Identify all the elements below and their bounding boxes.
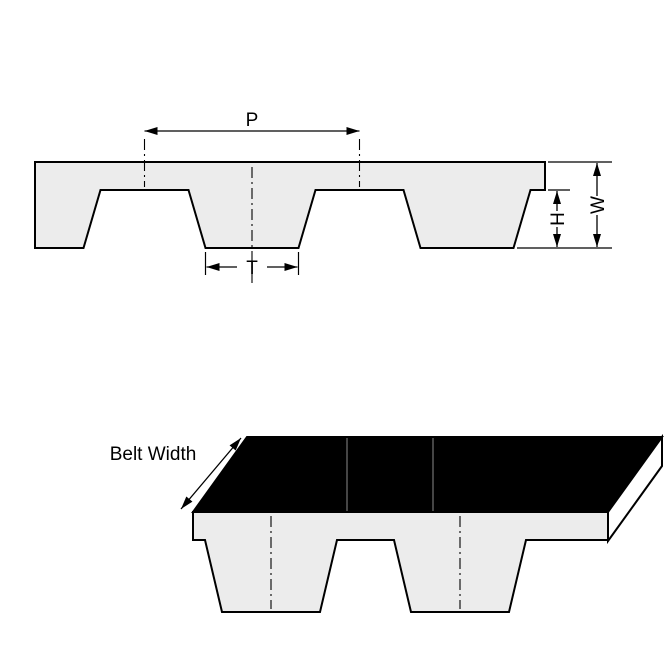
belt-thickness-dimension: W — [588, 163, 609, 247]
belt-end-face — [607, 433, 663, 545]
belt-3d-view: Belt Width — [110, 433, 664, 613]
tooth-height-dimension: H — [548, 191, 569, 247]
belt-thickness-label: W — [588, 196, 609, 214]
belt-profile — [34, 161, 546, 249]
tooth-width-dimension: T — [204, 252, 300, 279]
tooth-height-label: H — [548, 212, 569, 226]
belt-width-label: Belt Width — [110, 444, 197, 465]
pitch-label: P — [246, 110, 259, 131]
pitch-dimension: P — [144, 110, 360, 135]
belt-top-face — [191, 436, 664, 513]
belt-width-dimension: Belt Width — [110, 437, 242, 510]
belt-cross-section: P T H W — [34, 110, 612, 284]
belt-front-face — [192, 511, 609, 613]
belt-width-arrow — [180, 437, 242, 510]
tooth-width-label: T — [246, 258, 258, 279]
